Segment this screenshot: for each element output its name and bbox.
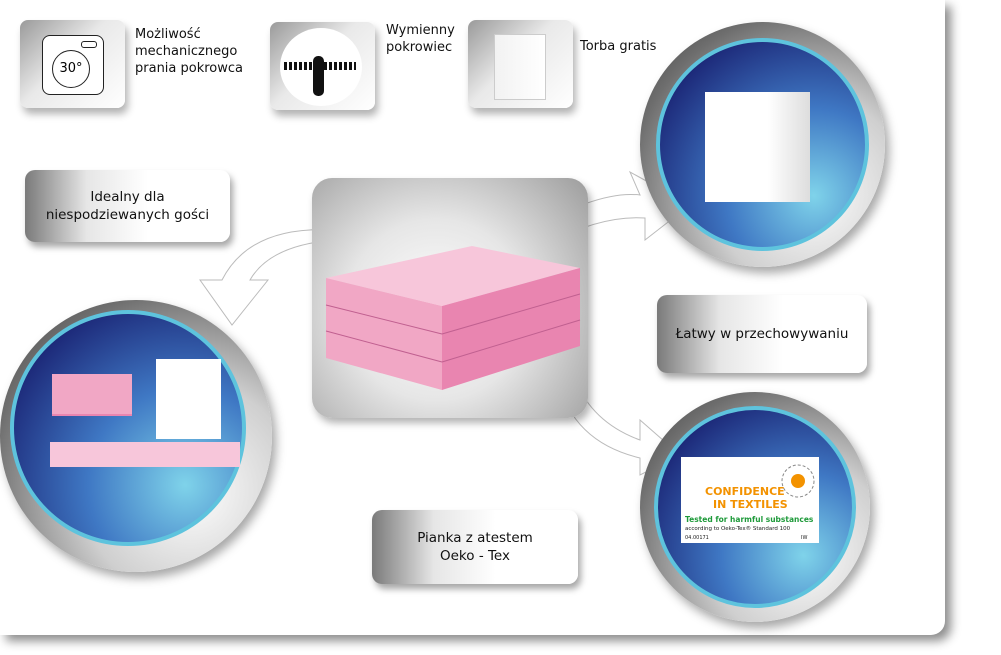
- storage-box: Łatwy w przechowywaniu: [657, 295, 867, 373]
- feature-label-bag: Torba gratis: [580, 39, 657, 54]
- usage-circle: [0, 300, 272, 572]
- center-product-box: [312, 178, 588, 418]
- flower-logo-icon: [781, 464, 815, 498]
- unfolded-mattress: [50, 442, 240, 467]
- guests-box: Idealny dla niespodziewanych gości: [25, 170, 230, 242]
- shopping-bag-illustration: [705, 92, 810, 202]
- washing-tile: 30°: [20, 20, 125, 108]
- washing-machine-30-icon: 30°: [42, 35, 104, 95]
- bag-small: [156, 359, 221, 439]
- bag-circle: [640, 22, 885, 267]
- shopping-bag-icon: [494, 34, 546, 100]
- feature-label-zipper: Wymienny pokrowiec: [386, 23, 455, 55]
- oeko-tex-label: CONFIDENCE IN TEXTILES Tested for harmfu…: [681, 457, 819, 543]
- feature-label-washing: Możliwość mechanicznego prania pokrowca: [135, 27, 244, 76]
- bag-tile: [468, 20, 573, 108]
- arrow-to-folded: [199, 229, 336, 326]
- oeko-box: Pianka z atestem Oeko - Tex: [372, 510, 578, 584]
- folded-mattress-illustration: [325, 246, 581, 390]
- zipper-tile: [270, 22, 375, 110]
- folded-mattress-small: [52, 374, 132, 416]
- zipper-icon: [280, 28, 362, 106]
